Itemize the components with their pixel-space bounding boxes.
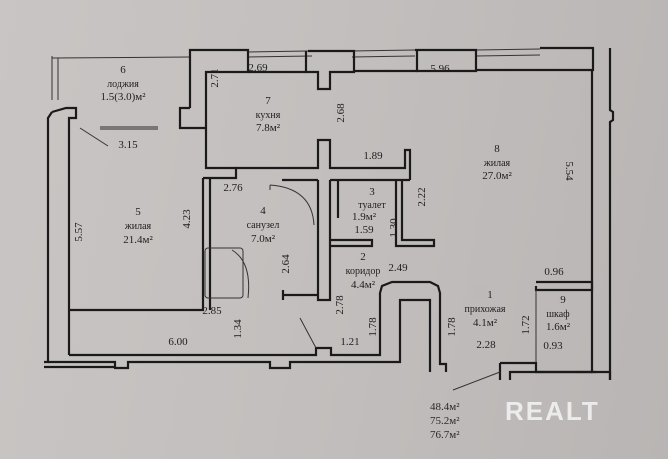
room-area: 1.6м²: [546, 321, 571, 333]
area-totals: 48.4м² 75.2м² 76.7м²: [430, 401, 460, 441]
room-number: 1: [487, 289, 493, 301]
dim-corridor-bottom: 1.21: [340, 336, 359, 348]
room-name: прихожая: [464, 304, 505, 315]
dim-closet-top: 0.96: [544, 266, 564, 278]
room-number: 7: [265, 95, 271, 107]
room-number: 9: [560, 294, 566, 306]
dim-wall-1-89: 1.89: [363, 150, 383, 162]
loggia-door: [79, 127, 109, 147]
room-name: кухня: [256, 110, 281, 121]
room-area: 27.0м²: [482, 170, 512, 182]
dim-niche-left: 1.78: [367, 317, 379, 337]
dim-living5-right: 4.23: [181, 209, 193, 229]
outer-envelope: [51, 48, 541, 100]
room-number: 3: [369, 186, 375, 198]
bathtub: [204, 247, 244, 299]
room-2-label: 2 коридор 4.4м²: [346, 251, 381, 291]
room-name: шкаф: [546, 309, 570, 320]
dim-living5-left: 5.57: [73, 222, 85, 242]
total-living-area: 48.4м²: [430, 401, 460, 413]
redaction-patch-1: [473, 285, 487, 299]
room-name: лоджия: [107, 79, 139, 90]
dimensions: 3.15 2.69 2.71 2.68 5.96 5.54 1.89 2.22 …: [73, 62, 575, 352]
door-swings: [79, 126, 501, 391]
dim-living8-right: 5.54: [563, 161, 575, 181]
dim-kitchen-right: 2.68: [335, 103, 347, 123]
bathroom-door-swing: [269, 184, 315, 226]
room-8-label: 8 жилая 27.0м²: [482, 143, 512, 182]
room-number: 6: [120, 64, 126, 76]
room-area: 21.4м²: [123, 234, 153, 246]
dim-niche-right: 1.78: [446, 317, 458, 337]
room-number: 4: [260, 205, 266, 217]
dim-bath-bottom: 2.85: [202, 305, 222, 317]
dim-closet-bottom: 0.93: [543, 340, 563, 352]
room-area: 1.5(3.0)м²: [100, 91, 146, 103]
room-3-label: 3 туалет 1.9м²: [352, 186, 386, 223]
living5-door: [299, 317, 317, 349]
room-1-label: 1 прихожая 4.1м²: [464, 289, 505, 329]
room-number: 2: [360, 251, 366, 263]
room-7-label: 7 кухня 7.8м²: [256, 95, 281, 134]
loggia-window: [100, 126, 158, 130]
room-area: 4.1м²: [473, 317, 498, 329]
room-area: 4.4м²: [351, 279, 376, 291]
entrance-door: [452, 371, 501, 391]
dim-living8-top: 5.96: [430, 63, 450, 75]
total-area: 75.2м²: [430, 415, 460, 427]
realt-watermark-logo: REALT: [505, 396, 600, 426]
room-area: 7.0м²: [251, 233, 276, 245]
dim-living5-recess: 1.34: [232, 319, 244, 339]
walls: [44, 46, 615, 380]
room-4-label: 4 санузел 7.0м²: [247, 205, 280, 245]
dim-loggia-width: 3.15: [118, 139, 138, 151]
dim-kitchen-left: 2.71: [209, 68, 221, 87]
dim-bath-height: 2.64: [280, 254, 292, 274]
room-name: санузел: [247, 220, 280, 231]
room-area: 1.9м²: [352, 211, 377, 223]
dim-toilet-right-outer: 2.22: [416, 187, 428, 206]
redaction-patch-9: [544, 292, 558, 306]
room-6-label: 6 лоджия 1.5(3.0)м²: [100, 64, 146, 103]
total-area-with-loggia: 76.7м²: [430, 429, 460, 441]
dim-toilet-depth: 1.30: [388, 218, 400, 238]
bathtub-curve: [231, 249, 250, 299]
dim-bath-top: 2.76: [223, 182, 243, 194]
room-number: 5: [135, 206, 141, 218]
dim-toilet-width: 1.59: [354, 224, 374, 236]
dim-corridor-width: 2.49: [388, 262, 408, 274]
room-name: коридор: [346, 266, 381, 277]
room-9-label: 9 шкаф 1.6м²: [546, 294, 571, 333]
dim-hall-width: 2.28: [476, 339, 496, 351]
room-name: жилая: [483, 158, 511, 169]
room-area: 7.8м²: [256, 122, 281, 134]
dim-kitchen-top: 2.69: [248, 62, 268, 74]
room-name: туалет: [358, 200, 386, 211]
room-name: жилая: [124, 221, 152, 232]
dim-living5-bottom: 6.00: [168, 336, 188, 348]
room-5-label: 5 жилая 21.4м²: [123, 206, 153, 246]
dim-corridor-left: 2.78: [334, 295, 346, 315]
dim-closet-left: 1.72: [520, 315, 532, 334]
room-number: 8: [494, 143, 500, 155]
